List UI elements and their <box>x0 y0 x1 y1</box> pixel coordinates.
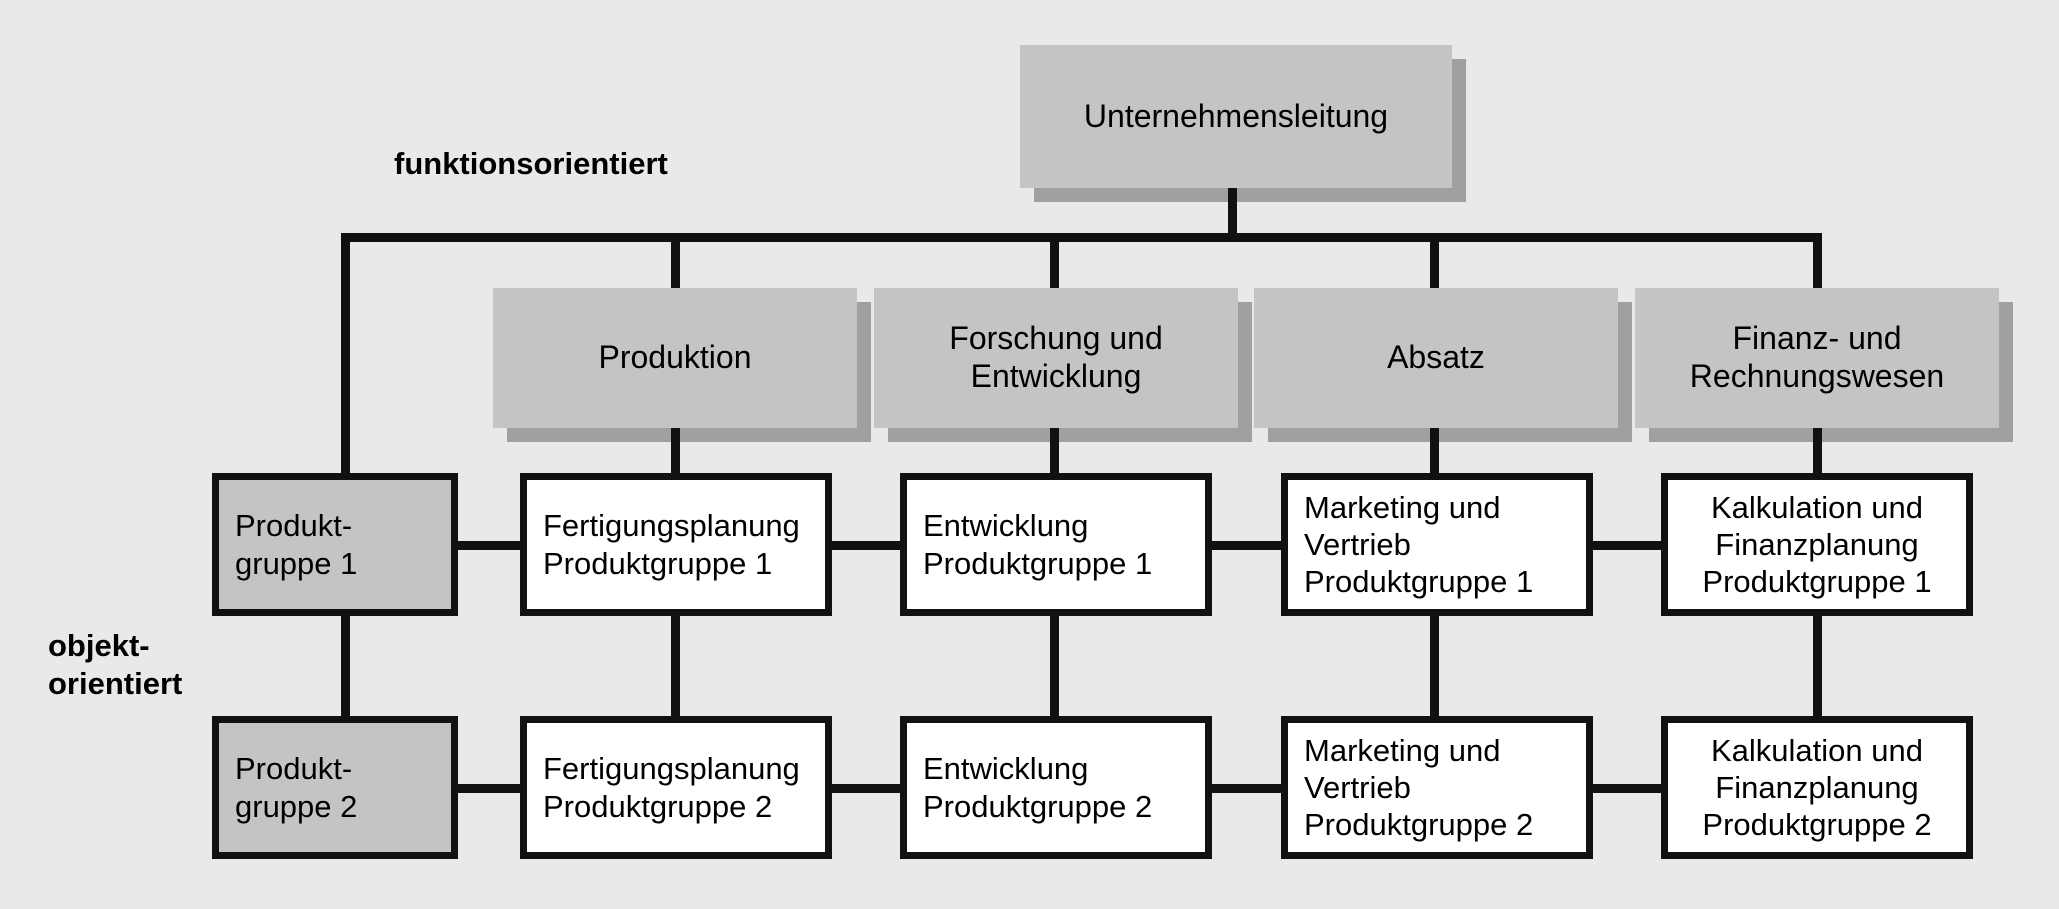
box-funktion-forschung-entwicklung[interactable]: Forschung und Entwicklung <box>874 288 1252 442</box>
cell-r1c4-kalkulation-finanzplanung-pg1[interactable]: Kalkulation und Finanzplanung Produktgru… <box>1661 473 1973 616</box>
connector-column-spine-3 <box>1430 420 1439 855</box>
cell-r2c3-marketing-vertrieb-pg2[interactable]: Marketing und Vertrieb Produktgruppe 2 <box>1281 716 1593 859</box>
box-funktion-produktion-label: Produktion <box>598 339 752 376</box>
connector-bus-leg-3 <box>1430 233 1439 293</box>
box-produktgruppe-2[interactable]: Produkt- gruppe 2 <box>212 716 458 859</box>
connector-bus-leg-objektspalte <box>341 233 350 475</box>
cell-r2c3-label: Marketing und Vertrieb Produktgruppe 2 <box>1304 732 1534 843</box>
connector-bus-leg-1 <box>671 233 680 293</box>
connector-top-stem <box>1228 180 1237 240</box>
box-funktion-finanz-rechnungswesen[interactable]: Finanz- und Rechnungswesen <box>1635 288 2013 442</box>
connector-column-spine-2 <box>1050 420 1059 855</box>
cell-r1c1-label: Fertigungsplanung Produktgruppe 1 <box>543 508 800 581</box>
cell-r1c1-fertigungsplanung-pg1[interactable]: Fertigungsplanung Produktgruppe 1 <box>520 473 832 616</box>
connector-column-spine-objekt <box>341 600 350 740</box>
connector-column-spine-1 <box>671 420 680 855</box>
connector-main-bus <box>341 233 1822 242</box>
box-produktgruppe-2-label: Produkt- gruppe 2 <box>235 751 358 824</box>
cell-r2c1-label: Fertigungsplanung Produktgruppe 2 <box>543 751 800 824</box>
connector-bus-leg-4 <box>1813 233 1822 293</box>
box-funktion-forschung-entwicklung-label: Forschung und Entwicklung <box>949 320 1163 394</box>
cell-r1c3-marketing-vertrieb-pg1[interactable]: Marketing und Vertrieb Produktgruppe 1 <box>1281 473 1593 616</box>
cell-r1c4-label: Kalkulation und Finanzplanung Produktgru… <box>1702 489 1932 600</box>
box-funktion-absatz[interactable]: Absatz <box>1254 288 1632 442</box>
cell-r2c1-fertigungsplanung-pg2[interactable]: Fertigungsplanung Produktgruppe 2 <box>520 716 832 859</box>
connector-bus-leg-2 <box>1050 233 1059 293</box>
axis-label-funktionsorientiert: funktionsorientiert <box>394 146 668 181</box>
cell-r2c2-label: Entwicklung Produktgruppe 2 <box>923 751 1153 824</box>
connector-column-spine-4 <box>1813 420 1822 855</box>
cell-r2c4-label: Kalkulation und Finanzplanung Produktgru… <box>1702 732 1932 843</box>
axis-label-objektorientiert: objekt- orientiert <box>48 628 183 701</box>
cell-r2c2-entwicklung-pg2[interactable]: Entwicklung Produktgruppe 2 <box>900 716 1212 859</box>
cell-r2c4-kalkulation-finanzplanung-pg2[interactable]: Kalkulation und Finanzplanung Produktgru… <box>1661 716 1973 859</box>
box-unternehmensleitung-label: Unternehmensleitung <box>1083 97 1389 134</box>
cell-r1c2-entwicklung-pg1[interactable]: Entwicklung Produktgruppe 1 <box>900 473 1212 616</box>
box-produktgruppe-1-label: Produkt- gruppe 1 <box>235 508 358 581</box>
box-funktion-absatz-label: Absatz <box>1387 339 1485 376</box>
box-funktion-finanz-rechnungswesen-label: Finanz- und Rechnungswesen <box>1689 320 1945 394</box>
box-unternehmensleitung[interactable]: Unternehmensleitung <box>1020 45 1466 202</box>
cell-r1c3-label: Marketing und Vertrieb Produktgruppe 1 <box>1304 489 1534 600</box>
cell-r1c2-label: Entwicklung Produktgruppe 1 <box>923 508 1153 581</box>
box-produktgruppe-1[interactable]: Produkt- gruppe 1 <box>212 473 458 616</box>
box-funktion-produktion[interactable]: Produktion <box>493 288 871 442</box>
